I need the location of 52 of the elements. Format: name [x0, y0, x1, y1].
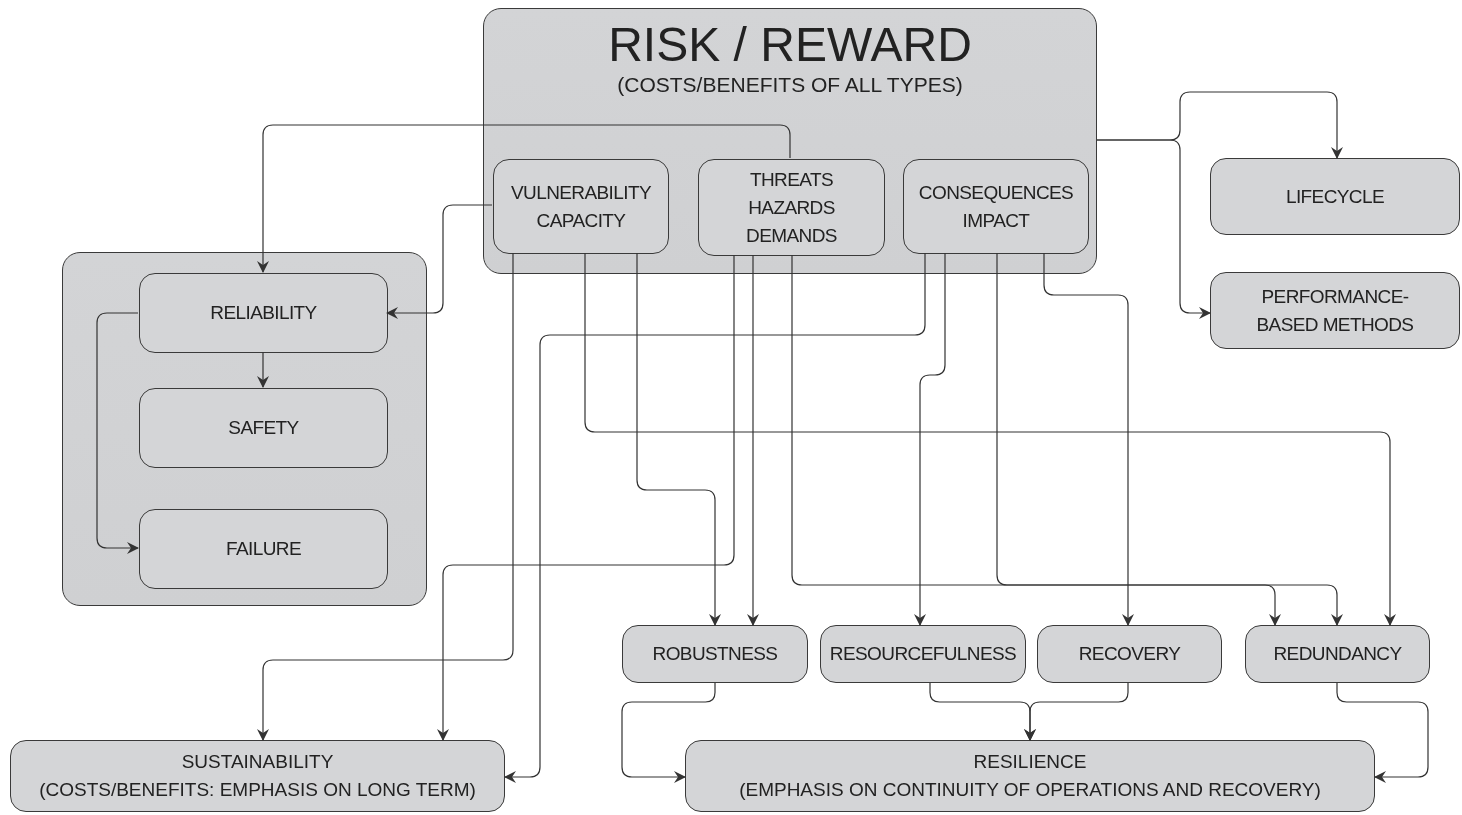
box-label: REDUNDANCY [1273, 642, 1402, 666]
connector-arrow [257, 351, 269, 388]
process-box [1210, 272, 1460, 349]
box-label: CONSEQUENCES IMPACT [917, 180, 1075, 233]
connector-arrow [437, 254, 735, 741]
process-box [1037, 625, 1222, 683]
connector-arrow [1043, 252, 1134, 626]
connector-arrow [257, 124, 791, 273]
process-box [139, 509, 388, 589]
connector-arrow [1024, 682, 1129, 741]
connector-arrow [96, 312, 139, 554]
box-label: FAILURE [226, 537, 301, 561]
connector-arrow [621, 682, 716, 783]
heading: RISK / REWARD [608, 19, 972, 71]
process-box [1210, 158, 1460, 235]
process-box [139, 273, 388, 353]
connector-arrow [914, 252, 946, 626]
box-label: RESILIENCE [973, 750, 1087, 774]
process-box [820, 625, 1026, 683]
connector-arrow [747, 254, 759, 626]
connector-arrow [1336, 682, 1429, 783]
box-label: SAFETY [228, 416, 299, 440]
process-box [1245, 625, 1430, 683]
process-box [10, 740, 505, 812]
box-label: VULNERABILITY CAPACITY [510, 180, 652, 233]
subheading: (COSTS/BENEFITS OF ALL TYPES) [617, 72, 963, 98]
connector-arrow [504, 252, 926, 783]
box-label: (EMPHASIS ON CONTINUITY OF OPERATIONS AND RECOVERY) [739, 778, 1321, 802]
connector-arrow [1096, 139, 1211, 319]
process-box [685, 740, 1375, 812]
group-box [483, 8, 1097, 274]
process-box [698, 159, 885, 256]
connector-arrow [386, 204, 493, 319]
process-box [903, 159, 1089, 254]
box-label: RECOVERY [1078, 642, 1181, 666]
process-box [493, 159, 669, 254]
process-box [622, 625, 808, 683]
box-label: RESOURCEFULNESS [829, 642, 1017, 666]
box-label: PERFORMANCE- BASED METHODS [1255, 284, 1415, 337]
box-label: SUSTAINABILITY [181, 750, 334, 774]
box-label: LIFECYCLE [1285, 184, 1385, 209]
connector-arrow [584, 252, 1396, 626]
box-label: RELIABILITY [210, 301, 317, 325]
connector-arrow [791, 254, 1281, 626]
box-label: ROBUSTNESS [652, 642, 778, 666]
connector-arrow [636, 252, 721, 626]
box-label: (COSTS/BENEFITS: EMPHASIS ON LONG TERM) [39, 778, 476, 802]
process-box [139, 388, 388, 468]
box-label: THREATS HAZARDS DEMANDS [745, 167, 838, 248]
connector-arrow [257, 252, 514, 741]
group-panel [62, 252, 427, 606]
connector-arrow [996, 252, 1343, 626]
